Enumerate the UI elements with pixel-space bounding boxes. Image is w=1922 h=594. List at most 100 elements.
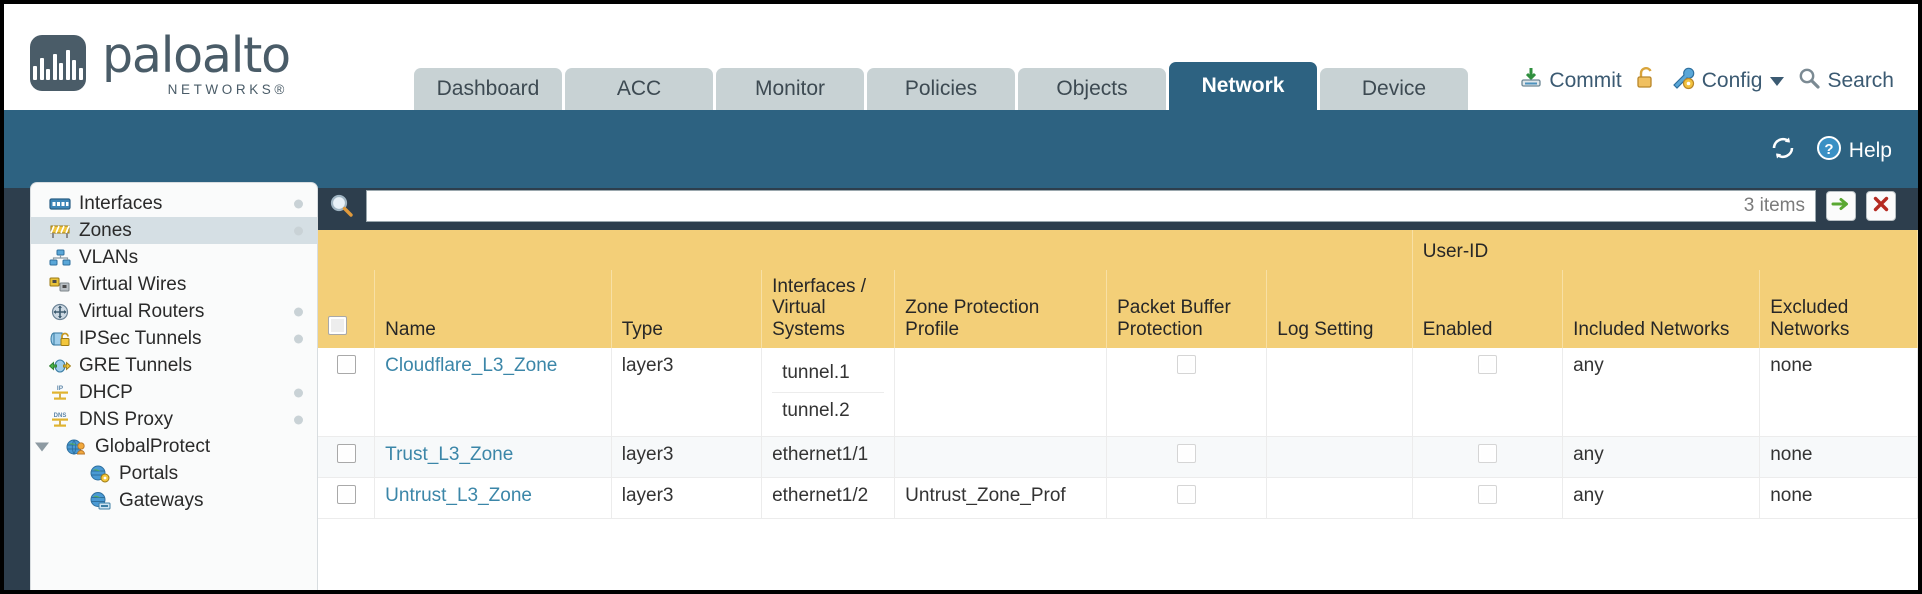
column-header-excluded-networks[interactable]: Excluded Networks [1759,270,1918,348]
sidebar-item-gre-tunnels[interactable]: GRE Tunnels [31,352,317,379]
cell-log-setting [1266,477,1413,519]
item-count-label: 3 items [1743,195,1805,216]
commit-button[interactable]: Commit [1519,66,1622,96]
sidebar-status-dot [294,199,303,208]
sidebar-item-zones[interactable]: Zones [31,217,317,244]
packet-buffer-protection-checkbox[interactable] [1177,485,1197,505]
sidebar-item-portals[interactable]: Portals [31,460,317,487]
sidebar-item-virtual-routers[interactable]: Virtual Routers [31,298,317,325]
column-header-packet-buffer-protection[interactable]: Packet Buffer Protection [1106,270,1268,348]
sidebar-status-dot [294,226,303,235]
sidebar-item-globalprotect[interactable]: GlobalProtect [31,433,317,460]
brand-name: paloalto [102,26,291,84]
tab-network[interactable]: Network [1169,62,1317,110]
tab-dashboard[interactable]: Dashboard [414,68,562,110]
zones-table: User-ID Name Type Interfaces / Virtual S… [318,230,1918,519]
main-content: 3 items [318,182,1918,590]
gateways-icon [89,491,111,510]
clear-filter-button[interactable] [1866,191,1896,221]
sidebar-status-dot [294,415,303,424]
help-button[interactable]: ? Help [1815,134,1892,168]
packet-buffer-protection-checkbox[interactable] [1177,354,1197,374]
cell-included-networks: any [1562,477,1761,519]
magnifier-icon[interactable] [328,192,356,220]
zone-name-link[interactable]: Trust_L3_Zone [385,444,514,466]
row-checkbox[interactable] [336,354,356,374]
sidebar-status-dot [294,388,303,397]
config-menu[interactable]: Config [1670,66,1785,96]
sidebar-item-interfaces[interactable]: Interfaces [31,190,317,217]
sidebar-item-dhcp[interactable]: IP DHCP [31,379,317,406]
cell-packet-buffer-protection [1106,347,1268,438]
table-row[interactable]: Trust_L3_Zone layer3 ethernet1/1 any [318,436,1918,479]
gre-tunnels-icon [48,357,72,375]
column-header-interfaces[interactable]: Interfaces / Virtual Systems [761,270,896,348]
globalprotect-icon [65,438,87,456]
config-wrench-icon [1670,66,1696,96]
table-row[interactable]: Cloudflare_L3_Zone layer3 tunnel.1 tunne… [318,347,1918,438]
brand-subtitle: NETWORKS® [167,81,288,97]
refresh-icon [1769,135,1797,167]
svg-text:IP: IP [57,385,64,392]
tab-objects[interactable]: Objects [1018,68,1166,110]
sidebar-item-gateways[interactable]: Gateways [31,487,317,514]
tab-monitor[interactable]: Monitor [716,68,864,110]
sidebar-item-label: Virtual Wires [79,273,187,295]
tab-acc[interactable]: ACC [565,68,713,110]
sidebar-item-ipsec-tunnels[interactable]: IPSec Tunnels [31,325,317,352]
sidebar-item-dns-proxy[interactable]: DNS DNS Proxy [31,406,317,433]
interface-item: tunnel.2 [782,399,850,421]
sidebar-status-dot [294,334,303,343]
apply-filter-button[interactable] [1826,191,1856,221]
help-question-icon: ? [1815,134,1843,168]
band-tools: ? Help [1769,134,1892,168]
cell-name: Untrust_L3_Zone [374,477,612,519]
cell-zone-protection-profile [894,436,1108,479]
packet-buffer-protection-checkbox[interactable] [1177,444,1197,464]
cell-log-setting [1266,436,1413,479]
refresh-button[interactable] [1769,135,1797,167]
tab-policies[interactable]: Policies [867,68,1015,110]
search-button[interactable]: Search [1797,66,1894,96]
userid-enabled-checkbox[interactable] [1477,485,1497,505]
userid-enabled-checkbox[interactable] [1477,444,1497,464]
zones-table-container: User-ID Name Type Interfaces / Virtual S… [318,230,1918,590]
column-header-enabled[interactable]: Enabled [1412,270,1564,348]
column-header-type[interactable]: Type [611,270,763,348]
row-checkbox[interactable] [336,485,356,505]
red-x-clear-icon [1871,195,1891,218]
zone-name-link[interactable]: Untrust_L3_Zone [385,485,532,507]
filter-input[interactable]: 3 items [366,190,1816,222]
lock-button[interactable] [1635,66,1657,96]
column-header-log-setting[interactable]: Log Setting [1266,270,1413,348]
group-header-userid: User-ID [1412,230,1918,270]
cell-excluded-networks: none [1759,436,1918,479]
cell-packet-buffer-protection [1106,477,1268,519]
commit-label: Commit [1549,69,1622,92]
column-header-name[interactable]: Name [374,270,612,348]
select-all-checkbox[interactable] [328,315,347,335]
table-row[interactable]: Untrust_L3_Zone layer3 ethernet1/2 Untru… [318,477,1918,519]
sidebar-item-label: IPSec Tunnels [79,327,202,349]
column-header-included-networks[interactable]: Included Networks [1562,270,1761,348]
cell-type: layer3 [611,436,763,479]
zone-name-link[interactable]: Cloudflare_L3_Zone [385,354,558,376]
cell-zone-protection-profile: Untrust_Zone_Prof [894,477,1108,519]
cell-excluded-networks: none [1759,477,1918,519]
sidebar-item-virtual-wires[interactable]: Virtual Wires [31,271,317,298]
row-checkbox[interactable] [336,444,356,464]
sidebar-item-label: Virtual Routers [79,300,205,322]
tab-device[interactable]: Device [1320,68,1468,110]
dhcp-icon: IP [49,384,71,402]
row-select-cell [318,436,376,479]
select-all-header [318,270,376,348]
cell-interfaces: tunnel.1 tunnel.2 [761,347,896,438]
vlans-icon [49,249,71,267]
interfaces-icon [49,195,71,213]
sidebar-item-label: Interfaces [79,192,163,214]
column-header-zone-protection-profile[interactable]: Zone Protection Profile [894,270,1108,348]
expand-triangle-icon[interactable] [35,442,49,451]
userid-enabled-checkbox[interactable] [1477,354,1497,374]
virtual-wires-icon [49,276,71,294]
sidebar-item-vlans[interactable]: VLANs [31,244,317,271]
